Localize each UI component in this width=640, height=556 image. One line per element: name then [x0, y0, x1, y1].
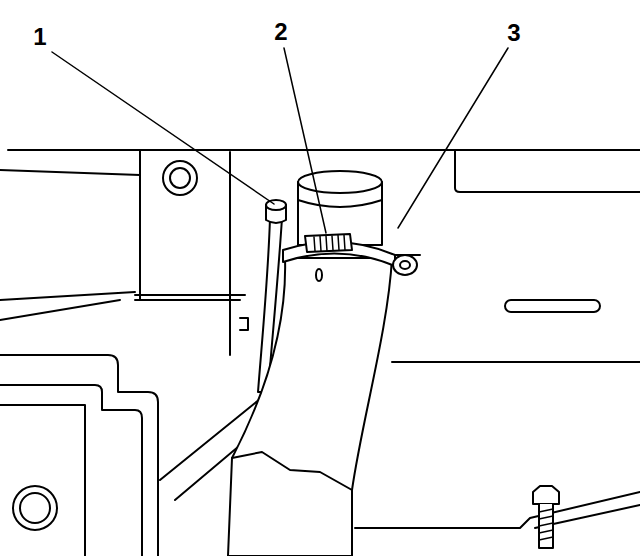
bolt-shank [539, 504, 553, 548]
frame-left-edge [0, 292, 135, 320]
lower-bracket-inner [0, 385, 142, 556]
callout-number: 3 [507, 21, 520, 45]
bolt-thread [539, 509, 553, 540]
frame-bolt-hole [163, 161, 197, 195]
frame-upper-rail [0, 170, 140, 175]
lower-bracket-side [0, 405, 85, 556]
frame-slot [505, 300, 600, 312]
frame-small-tab [240, 318, 248, 330]
frame-bolt-hole-inner [170, 168, 190, 188]
callout-number: 1 [33, 25, 46, 49]
callout-number: 2 [274, 20, 287, 44]
hose-cut-edge [232, 452, 352, 490]
vent-tube-cap [266, 200, 286, 210]
clamp-tab-hole [400, 261, 410, 269]
frame-left-box [135, 150, 245, 355]
hose-mark [316, 269, 322, 281]
leader-line [284, 48, 326, 233]
leader-line [52, 52, 274, 204]
frame-right-lower-edge [392, 255, 640, 362]
lower-bracket [0, 355, 158, 556]
outlet-fitting-bead [298, 200, 382, 207]
frame-top-edge [8, 149, 640, 151]
outlet-fitting-rim [298, 171, 382, 193]
lower-right-panel [355, 492, 640, 528]
main-hose [228, 258, 392, 556]
clamp-screw-housing [305, 234, 352, 252]
clamp-screw-ridges [314, 235, 345, 251]
bracket-hole-inner [20, 493, 50, 523]
frame-right-panel [455, 150, 640, 192]
bracket-hole [13, 486, 57, 530]
bolt-head [533, 486, 559, 504]
leader-line [398, 48, 508, 228]
clamp-tab [393, 255, 417, 275]
